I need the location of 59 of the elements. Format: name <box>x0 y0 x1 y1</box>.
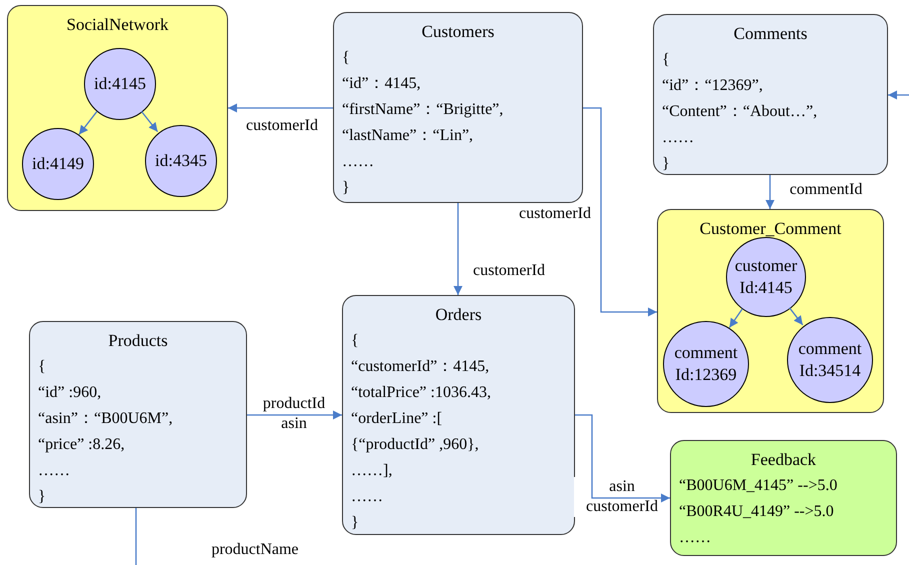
connector-arrow <box>583 107 657 316</box>
field-line: “customerId”：4145, <box>350 357 490 377</box>
node-label: id:4345 <box>154 150 208 172</box>
field-line: “firstName”：“Brigitte”, <box>341 100 504 120</box>
box-title: Customers <box>420 21 496 43</box>
node-label: comment Id:34514 <box>797 338 863 382</box>
group-box <box>657 209 884 413</box>
field-line: “totalPrice” :1036.43, <box>350 383 491 403</box>
field-line: { <box>661 50 670 70</box>
field-line: {“productId” ,960}, <box>350 435 479 455</box>
field-line: “id”：“12369”, <box>661 76 763 96</box>
box-title: Comments <box>732 23 808 45</box>
node-label: comment Id:12369 <box>673 342 739 386</box>
field-line: { <box>350 331 359 351</box>
field-line: } <box>341 178 350 198</box>
field-line: } <box>661 154 670 174</box>
field-line: “Content”：“About…”, <box>661 102 818 122</box>
connector-arrow <box>728 308 743 328</box>
collection-box <box>653 14 888 175</box>
field-line: } <box>37 487 46 507</box>
field-line: { <box>37 357 46 377</box>
connector-arrow <box>228 104 333 112</box>
field-line: “B00R4U_4149” -->5.0 <box>678 502 834 522</box>
node-label: customer Id:4145 <box>734 255 798 299</box>
field-line: “id” :960, <box>37 383 102 403</box>
collection-box <box>342 295 575 535</box>
connector-arrow <box>78 111 98 135</box>
connector-arrow <box>575 414 670 502</box>
box-title: Orders <box>434 304 483 326</box>
connector-arrow <box>788 307 804 326</box>
box-title: SocialNetwork <box>66 14 170 36</box>
connector-arrow <box>140 110 158 132</box>
box-title: Feedback <box>750 449 818 471</box>
field-line: “lastName”：“Lin”, <box>341 126 474 146</box>
field-line: …… <box>341 152 374 172</box>
field-line: …… <box>350 487 383 507</box>
field-line: …… <box>661 128 694 148</box>
field-line: ……], <box>350 461 392 481</box>
connector-arrow <box>888 90 909 100</box>
collection-box <box>333 12 583 203</box>
node-label: id:4149 <box>31 153 85 175</box>
field-line: “B00U6M_4145” -->5.0 <box>678 476 838 496</box>
field-line: “price” :8.26, <box>37 435 125 455</box>
box-title: Products <box>107 330 169 352</box>
collection-box <box>29 321 247 508</box>
node-label: id:4145 <box>93 73 147 95</box>
field-line: { <box>341 48 350 68</box>
group-box <box>7 5 228 211</box>
box-title: Customer_Comment <box>698 218 842 240</box>
field-line: “id”：4145, <box>341 74 421 94</box>
field-line: “orderLine” :[ <box>350 409 442 429</box>
field-line: } <box>350 513 359 533</box>
connector-arrow <box>454 203 462 295</box>
field-line: …… <box>678 528 711 548</box>
collection-box <box>670 440 897 556</box>
field-line: “asin”：“B00U6M”, <box>37 409 173 429</box>
connector-arrow <box>766 175 774 209</box>
field-line: …… <box>37 461 70 481</box>
connector-arrow <box>247 410 342 420</box>
